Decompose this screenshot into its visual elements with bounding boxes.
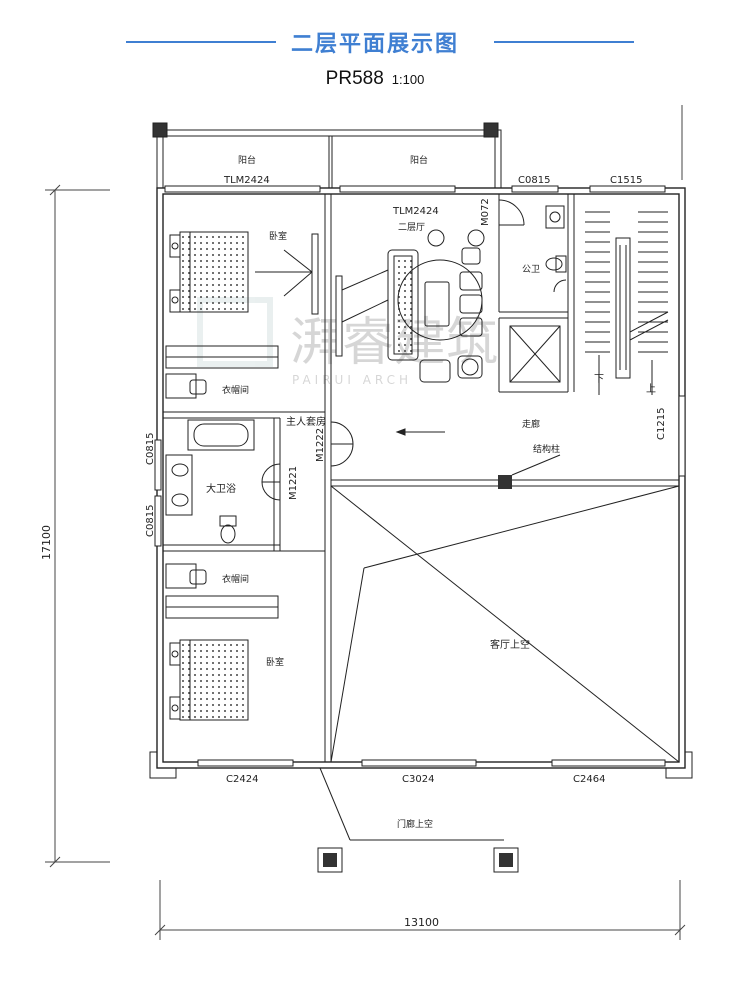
label-living-void: 客厅上空 (490, 638, 530, 651)
opening-labels: TLM2424 TLM2424 C0815 C1515 M072 M1222 M… (145, 175, 667, 785)
room-labels: 阳台 阳台 卧室 衣帽间 主人套房 大卫浴 衣帽间 卧室 二层厅 公卫 走廊 结… (206, 154, 656, 830)
bed-bottom (169, 639, 249, 721)
label-c2424: C2424 (226, 774, 258, 785)
label-tlm-right: TLM2424 (392, 206, 439, 217)
doors (261, 199, 567, 501)
plan-subtitle: PR588 1:100 (0, 68, 750, 90)
double-vanity (165, 454, 193, 516)
balcony-railing (156, 129, 502, 189)
balcony-column-right (483, 122, 499, 138)
public-wc-fixtures (545, 205, 567, 273)
plan-code: PR588 (325, 68, 384, 89)
watermark: 湃睿建筑 PAIRUI ARCH (197, 297, 498, 387)
label-m072: M072 (480, 198, 491, 226)
label-closet-bottom: 衣帽间 (222, 573, 249, 585)
label-bedroom-bottom: 卧室 (266, 656, 284, 668)
sofa-set (387, 229, 485, 383)
label-public-wc: 公卫 (522, 264, 540, 275)
label-balcony-right: 阳台 (410, 154, 428, 166)
dimension-height (45, 184, 110, 868)
dimension-height-label: 17100 (40, 525, 53, 560)
stair-leader (341, 269, 389, 323)
toilet-master (219, 515, 237, 544)
closet-rail-bottom (165, 563, 279, 619)
corridor-arrow (395, 428, 445, 436)
balcony-column-left (152, 122, 168, 138)
label-column: 结构柱 (533, 443, 560, 455)
staircase (585, 211, 669, 395)
plan-scale: 1:100 (391, 72, 425, 87)
dimension-width-label: 13100 (404, 916, 439, 929)
sliding-doors (311, 233, 343, 357)
label-c0815-top: C0815 (518, 175, 550, 186)
entry-void-lines (319, 767, 504, 841)
label-m1221: M1221 (288, 466, 299, 500)
dimension-width (154, 880, 686, 940)
entry-column-left (317, 847, 343, 873)
page-title: 二层平面展示图 (290, 32, 459, 57)
label-living-2f: 二层厅 (398, 222, 425, 233)
label-c1515: C1515 (610, 175, 642, 186)
entry-column-right (493, 847, 519, 873)
label-corridor: 走廊 (522, 418, 540, 430)
structural-column (498, 475, 512, 489)
label-balcony-left: 阳台 (238, 154, 256, 166)
title-rule-right (494, 41, 634, 43)
closet-rail-top (165, 345, 279, 399)
label-entry-void: 门廊上空 (397, 818, 433, 830)
label-stair-down: 下 (594, 374, 604, 385)
label-master-suite: 主人套房 (286, 415, 326, 428)
windows (154, 185, 686, 767)
living-void-lines (330, 485, 680, 763)
column-leader (511, 454, 561, 476)
label-c3024: C3024 (402, 774, 434, 785)
interior-walls (163, 194, 679, 762)
label-c0815-left-upper: C0815 (145, 433, 156, 465)
label-c1215: C1215 (656, 408, 667, 440)
label-closet-top: 衣帽间 (222, 384, 249, 396)
corner-bottom-right (665, 751, 693, 779)
label-tlm-left: TLM2424 (223, 175, 270, 186)
label-stair-up: 上 (646, 383, 656, 395)
title-bar: 二层平面展示图 (0, 24, 750, 60)
label-bedroom-top: 卧室 (269, 230, 287, 242)
bathtub (187, 419, 255, 451)
label-c2464: C2464 (573, 774, 605, 785)
bed-top (169, 231, 249, 313)
elevator (509, 325, 561, 383)
corner-bottom-left (149, 751, 177, 779)
title-rule-left (126, 41, 276, 43)
label-m1222: M1222 (315, 428, 326, 462)
label-bathroom-main: 大卫浴 (206, 482, 236, 495)
label-c0815-left-lower: C0815 (145, 505, 156, 537)
watermark-sub: PAIRUI ARCH (292, 373, 412, 387)
